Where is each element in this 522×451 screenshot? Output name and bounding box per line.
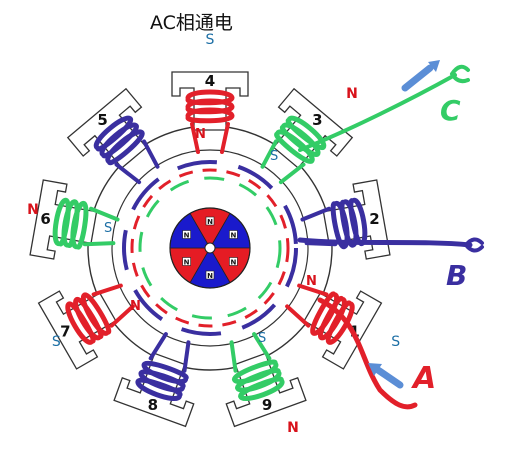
rotor-magnet-tag bbox=[182, 257, 191, 266]
tooth-number: 6 bbox=[40, 210, 50, 228]
current-arrow-c bbox=[401, 60, 440, 92]
tooth-number: 7 bbox=[60, 323, 70, 341]
tooth-number: 3 bbox=[312, 111, 322, 129]
rotor-shaft bbox=[204, 242, 216, 254]
coil-winding bbox=[185, 89, 235, 154]
coil-lead bbox=[91, 283, 135, 328]
inner-pole-label: S bbox=[258, 331, 266, 346]
coil-turn bbox=[185, 107, 235, 124]
coil-winding bbox=[300, 197, 368, 250]
coil-winding bbox=[260, 115, 327, 185]
rotor-magnet-tag bbox=[229, 230, 238, 239]
rotor: N N N N N N bbox=[169, 207, 251, 289]
tooth-number: 9 bbox=[262, 396, 272, 414]
coil-lead bbox=[82, 206, 120, 247]
tooth-number: 2 bbox=[369, 210, 379, 228]
tooth-number: 5 bbox=[97, 111, 107, 129]
coil-winding bbox=[135, 332, 191, 401]
rotor-magnet-tag bbox=[182, 230, 191, 239]
coil-lead bbox=[114, 139, 160, 185]
phase-b-lead bbox=[297, 237, 473, 248]
current-arrow-a bbox=[368, 363, 404, 389]
inner-pole-label: N bbox=[130, 299, 141, 314]
rotor-magnet-label: N bbox=[184, 232, 190, 240]
rotor-magnet-label: N bbox=[207, 218, 213, 226]
diagram-title: AC相通电 bbox=[150, 12, 233, 34]
phase-a-label: A bbox=[411, 361, 436, 396]
coil-turn bbox=[105, 129, 145, 166]
phase-c-lead bbox=[298, 73, 457, 152]
outer-pole-label: S bbox=[52, 334, 61, 350]
inner-pole-label: S bbox=[270, 149, 278, 164]
phase-c-terminal bbox=[450, 64, 470, 84]
outer-pole-label: S bbox=[391, 334, 400, 350]
outer-pole-label: N bbox=[287, 420, 299, 436]
coil-lead bbox=[260, 139, 306, 185]
tooth-number: 8 bbox=[148, 396, 158, 414]
coil-winding bbox=[52, 197, 120, 250]
phase-b-inner-arc bbox=[122, 160, 298, 336]
rotor-rim bbox=[169, 207, 251, 289]
stator-inner-ring bbox=[111, 149, 309, 347]
phase-a-lead bbox=[317, 297, 418, 410]
rotor-magnet-tag bbox=[205, 216, 215, 226]
coil-turn bbox=[70, 200, 89, 250]
coil-winding bbox=[93, 115, 160, 185]
phase-b-label: B bbox=[446, 259, 467, 292]
coil-winding bbox=[285, 283, 355, 345]
coil-lead bbox=[229, 332, 272, 373]
rotor-magnet-tag bbox=[205, 270, 215, 280]
rotor-magnet-tag bbox=[229, 257, 238, 266]
coil-lead bbox=[190, 122, 230, 154]
phase-c-label: C bbox=[440, 94, 461, 127]
coil-turn bbox=[330, 200, 350, 250]
coil-turn bbox=[310, 291, 340, 336]
rotor-magnet-label: N bbox=[230, 259, 236, 267]
outer-pole-label: S bbox=[206, 32, 215, 48]
coil-lead bbox=[148, 332, 191, 373]
rotor-magnet-label: N bbox=[230, 232, 236, 240]
coil-winding bbox=[229, 332, 285, 401]
coil-lead bbox=[285, 283, 329, 328]
coil-turn bbox=[274, 129, 315, 164]
coil-turn bbox=[141, 360, 189, 384]
inner-pole-label: N bbox=[195, 127, 206, 142]
tooth-number: 4 bbox=[205, 72, 215, 90]
inner-pole-label: S bbox=[104, 221, 112, 236]
outer-pole-label: N bbox=[27, 202, 39, 218]
phase-c-inner-arc bbox=[138, 176, 282, 320]
coil-turn bbox=[80, 292, 112, 336]
coil-winding bbox=[65, 283, 135, 345]
outer-pole-label: N bbox=[346, 86, 358, 102]
phase-a-inner-arc bbox=[130, 168, 290, 328]
rotor-magnet-label: N bbox=[207, 272, 213, 280]
rotor-magnet-label: N bbox=[184, 259, 190, 267]
coil-turn bbox=[231, 359, 279, 384]
phase-b-terminal bbox=[464, 237, 484, 253]
inner-pole-label: N bbox=[306, 274, 317, 289]
